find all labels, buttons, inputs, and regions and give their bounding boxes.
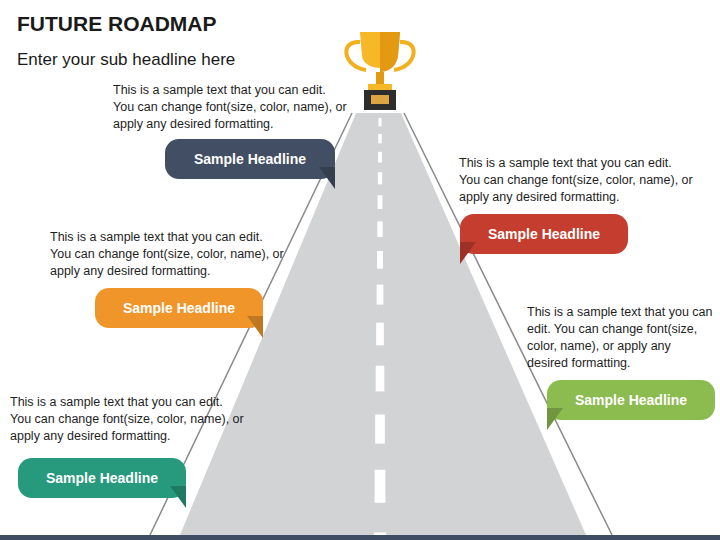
headline-pill: Sample Headline bbox=[547, 380, 715, 420]
sub-headline: Enter your sub headline here bbox=[17, 50, 235, 70]
headline-text: Sample Headline bbox=[547, 380, 715, 420]
headline-pill: Sample Headline bbox=[165, 139, 335, 179]
callout-text: This is a sample text that you can edit.… bbox=[113, 82, 348, 133]
headline-text: Sample Headline bbox=[165, 139, 335, 179]
pill-tail bbox=[319, 167, 339, 191]
headline-pill: Sample Headline bbox=[18, 458, 186, 498]
pill-tail bbox=[247, 316, 267, 340]
headline-text: Sample Headline bbox=[18, 458, 186, 498]
trophy bbox=[346, 32, 413, 110]
headline-pill: Sample Headline bbox=[95, 288, 263, 328]
pill-tail bbox=[460, 242, 480, 266]
headline-text: Sample Headline bbox=[460, 214, 628, 254]
lane-dashes bbox=[374, 118, 386, 535]
pill-tail bbox=[170, 486, 190, 510]
pill-tail bbox=[547, 408, 567, 432]
callout-text: This is a sample text that you can edit.… bbox=[527, 304, 715, 372]
callout-text: This is a sample text that you can edit.… bbox=[459, 155, 694, 206]
callout-text: This is a sample text that you can edit.… bbox=[10, 394, 245, 445]
callout-text: This is a sample text that you can edit.… bbox=[50, 229, 285, 280]
bottom-bar bbox=[0, 535, 720, 540]
headline-text: Sample Headline bbox=[95, 288, 263, 328]
headline-pill: Sample Headline bbox=[460, 214, 628, 254]
page-title: FUTURE ROADMAP bbox=[17, 12, 217, 36]
